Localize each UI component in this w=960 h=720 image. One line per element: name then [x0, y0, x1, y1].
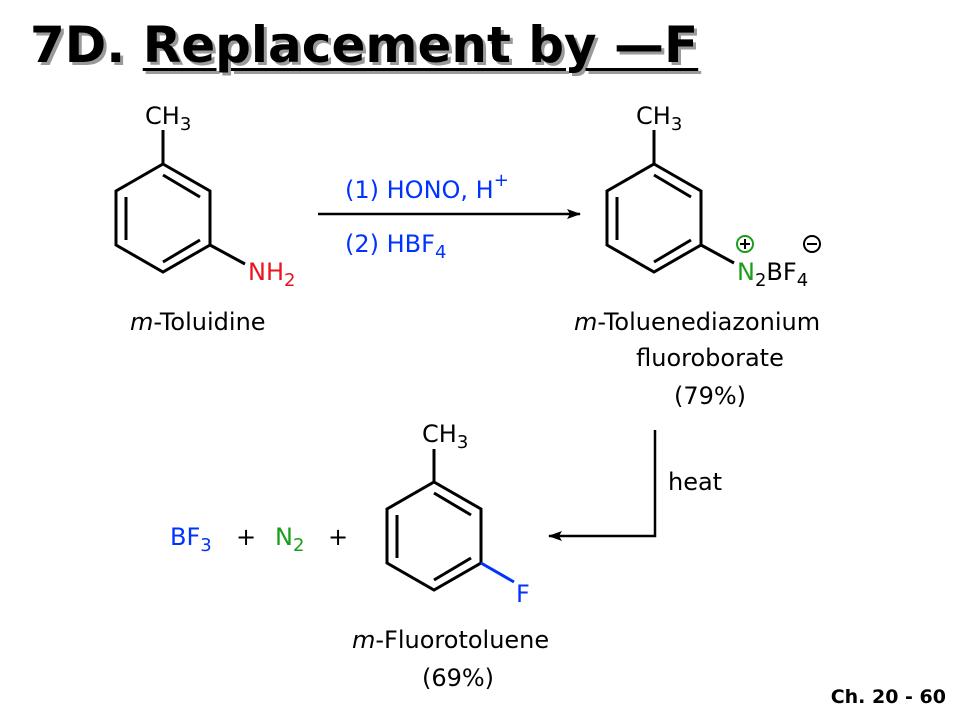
reaction-arrow-2: heat: [548, 430, 722, 541]
slide-title: 7D. Replacement by —F: [30, 18, 698, 73]
yield-fluorotoluene: (69%): [422, 664, 494, 692]
molecule-name-toluidine: m-Toluidine: [130, 308, 266, 336]
plus-sign-1: +: [236, 523, 256, 551]
molecule-name-fluorotoluene: m-Fluorotoluene: [352, 626, 549, 654]
reagent-step-2: (2) HBF4: [345, 230, 446, 263]
molecule-toluidine: CH3 NH2 m-Toluidine: [114, 102, 295, 336]
methyl-label: CH3: [422, 420, 468, 453]
negative-charge-icon: [803, 235, 821, 253]
positive-charge-icon: [736, 235, 754, 253]
title-number: 7D.: [30, 16, 126, 74]
benzene-ring: [114, 162, 212, 274]
arrow-line: [548, 430, 657, 541]
fluorine-label: F: [516, 580, 530, 608]
diazonium-salt-label: N2BF4: [737, 258, 808, 291]
benzene-ring: [605, 162, 703, 274]
byproduct-n2: N2: [275, 523, 304, 556]
methyl-label: CH3: [145, 102, 191, 135]
plus-sign-2: +: [328, 523, 348, 551]
benzene-ring: [385, 480, 483, 592]
amine-label: NH2: [248, 258, 295, 291]
reaction-arrow-1: (1) HONO, H+ (2) HBF4: [318, 170, 581, 263]
methyl-label: CH3: [636, 102, 682, 135]
byproducts: BF3 + N2 +: [170, 523, 348, 556]
molecule-diazonium-salt: CH3 N2BF4 m-Toluenediazonium fluoroborat…: [574, 102, 821, 410]
molecule-fluorotoluene: CH3 F m-Fluorotoluene (69%): [352, 420, 549, 692]
bond-amine: [209, 243, 246, 266]
title-text: Replacement by —F: [142, 16, 699, 74]
bond-fluorine: [480, 561, 515, 584]
condition-heat: heat: [668, 468, 722, 496]
byproduct-bf3: BF3: [170, 523, 212, 556]
slide-footer: Ch. 20 - 60: [830, 686, 946, 708]
yield-diazonium: (79%): [674, 382, 746, 410]
reagent-step-1: (1) HONO, H+: [345, 170, 509, 204]
molecule-name-diazonium: m-Toluenediazonium: [574, 308, 820, 336]
bond-diazonium: [700, 243, 735, 265]
molecule-name-line2: fluoroborate: [636, 344, 784, 372]
